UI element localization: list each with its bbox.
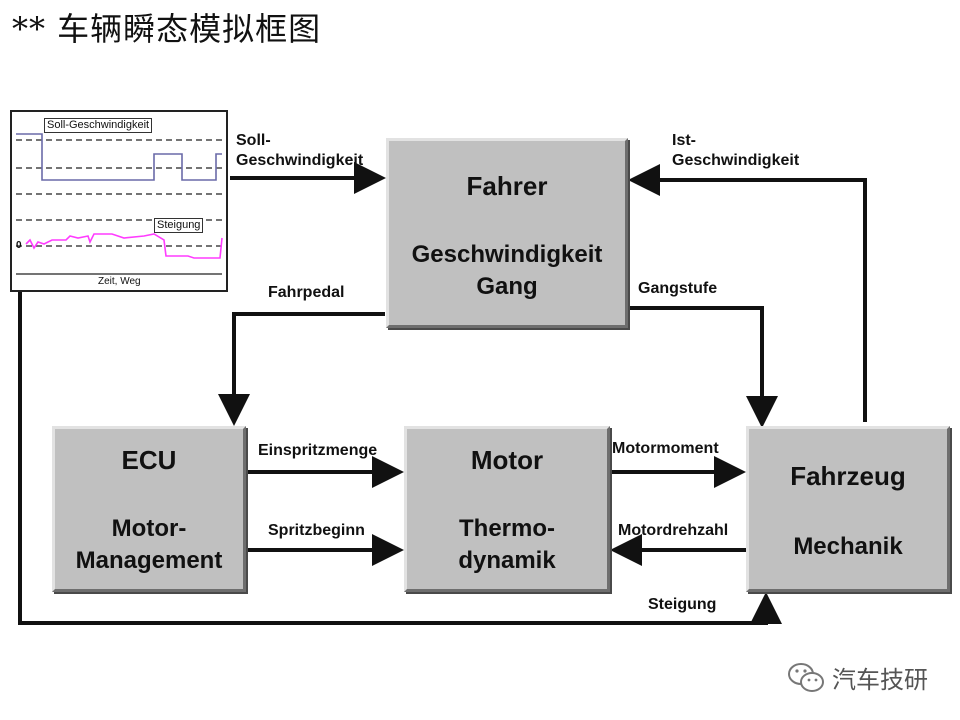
- motor-subtitle-2: dynamik: [458, 547, 556, 574]
- fahrzeug-box: Fahrzeug Mechanik: [746, 426, 950, 592]
- ist-arrow: [628, 164, 867, 422]
- motormoment-label: Motormoment: [612, 440, 719, 457]
- fahrer-subtitle-2: Gang: [476, 273, 538, 300]
- steigung-arrow: [18, 292, 782, 625]
- ist-label-2: Geschwindigkeit: [672, 152, 800, 169]
- steigung-label: Steigung: [648, 596, 717, 613]
- soll-label-2: Geschwindigkeit: [236, 152, 364, 169]
- fahrzeug-subtitle: Mechanik: [793, 533, 903, 560]
- chart-x-axis-label: Zeit, Weg: [98, 276, 141, 287]
- ecu-subtitle-2: Management: [75, 547, 223, 574]
- soll-label-1: Soll-: [236, 132, 271, 149]
- soll-geschwindigkeit-line: [16, 133, 222, 181]
- page-title: ** 车辆瞬态模拟框图: [12, 10, 322, 48]
- motordrehzahl-label: Motordrehzahl: [618, 522, 729, 539]
- spritzbeginn-label: Spritzbeginn: [268, 522, 365, 539]
- motor-subtitle-1: Thermo-: [459, 515, 555, 542]
- ecu-box: ECU Motor- Management: [52, 426, 246, 592]
- motor-title: Motor: [470, 445, 544, 475]
- ecu-title: ECU: [121, 445, 177, 475]
- fahrzeug-title: Fahrzeug: [790, 461, 906, 491]
- fahrer-subtitle-1: Geschwindigkeit: [411, 241, 603, 268]
- chart-zero-label: 0: [16, 240, 22, 251]
- steigung-series-label: Steigung: [154, 218, 204, 233]
- fahrpedal-arrow: [218, 312, 385, 426]
- wechat-icon: [788, 662, 824, 692]
- fahrer-box: Fahrer Geschwindigkeit Gang: [386, 138, 628, 328]
- ist-label-1: Ist-: [672, 132, 696, 149]
- fahrpedal-label: Fahrpedal: [268, 284, 345, 301]
- soll-series-label: Soll-Geschwindigkeit: [44, 118, 153, 133]
- gangstufe-arrow: [628, 306, 778, 428]
- watermark: 汽车技研: [786, 660, 928, 695]
- input-profile-chart: Soll-Geschwindigkeit Steigung 0 Zeit, We…: [10, 110, 228, 292]
- steigung-line: [25, 233, 223, 259]
- ecu-subtitle-1: Motor-: [111, 515, 187, 542]
- motor-box: Motor Thermo- dynamik: [404, 426, 610, 592]
- fahrer-title: Fahrer: [466, 171, 548, 201]
- gangstufe-label: Gangstufe: [638, 280, 718, 297]
- watermark-text: 汽车技研: [832, 667, 928, 694]
- einspritzmenge-label: Einspritzmenge: [258, 442, 378, 459]
